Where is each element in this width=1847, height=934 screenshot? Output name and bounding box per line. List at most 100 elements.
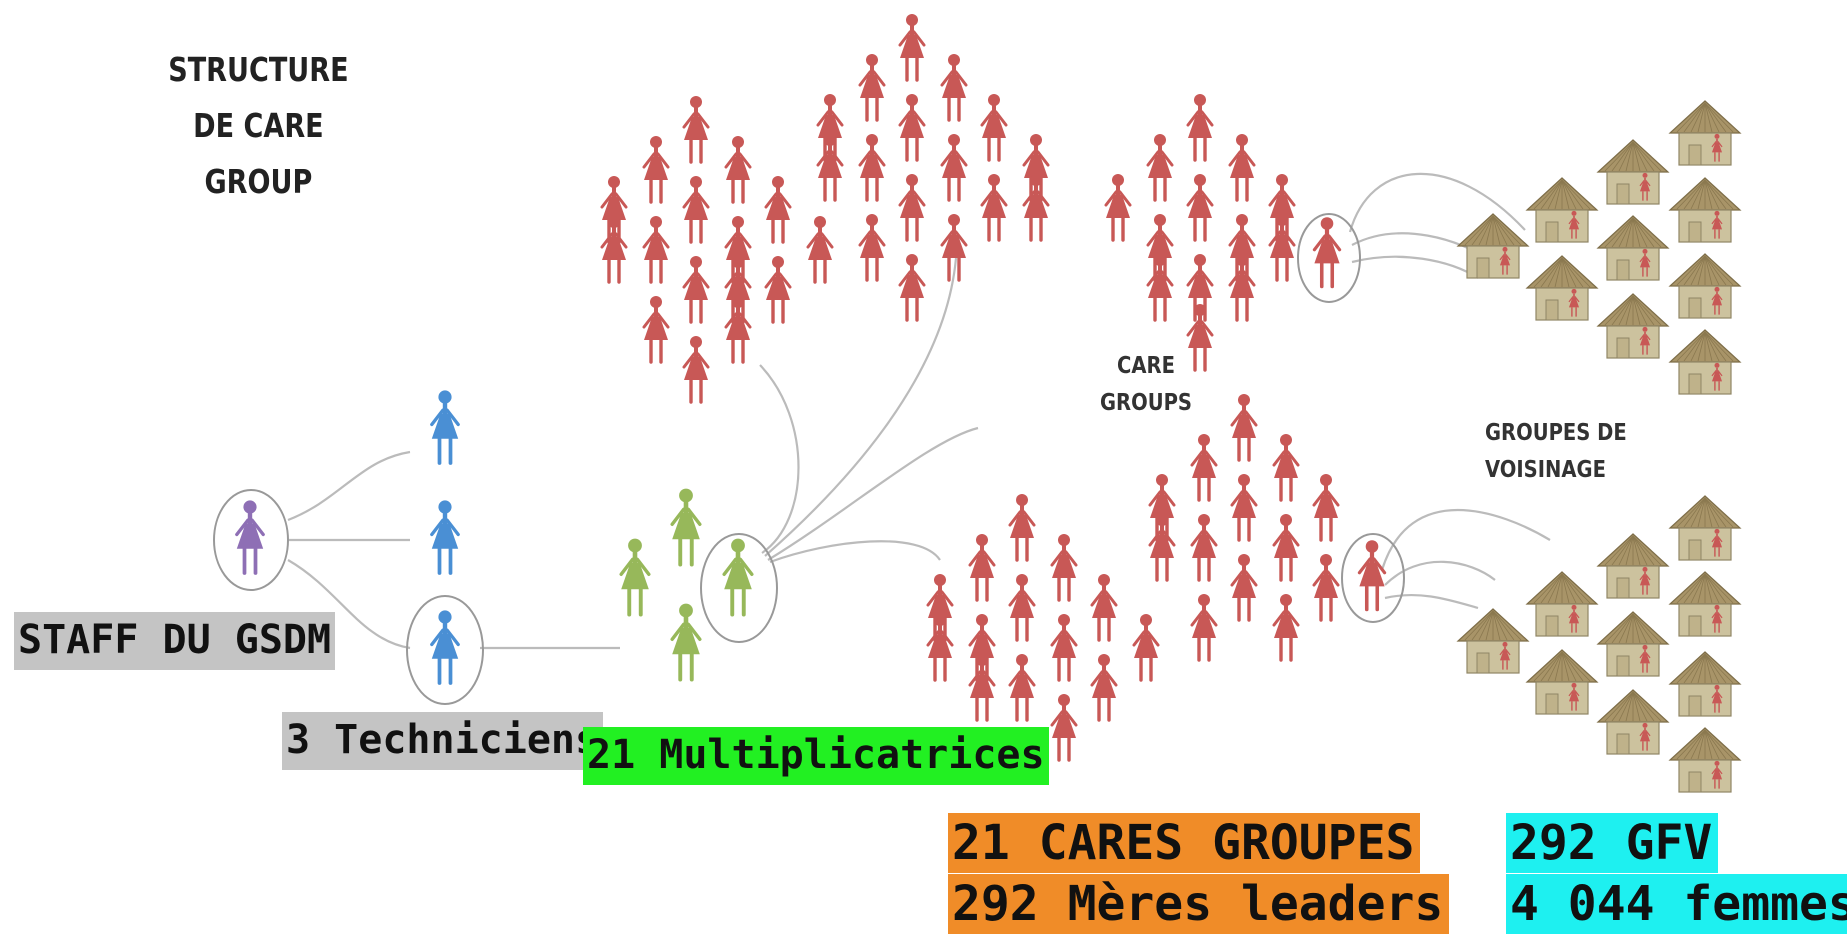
mother-figure [1186, 94, 1214, 162]
mother-figure [1230, 394, 1258, 462]
leader-ring-top [1297, 213, 1361, 303]
mother-figure [764, 176, 792, 244]
mother-figure [1022, 134, 1050, 202]
mother-figure [1090, 574, 1118, 642]
line-leader2-h3 [1384, 594, 1479, 610]
leaders-count-tag: 292 Mères leaders [948, 874, 1450, 934]
multiplicatrice-figure [722, 538, 754, 617]
neighborhood-groups-label: GROUPES DE VOISINAGE [1485, 415, 1627, 489]
line-leader2-h2 [1384, 560, 1496, 586]
title-line-1: STRUCTURE [168, 50, 349, 89]
neighborhood-label-line-1: GROUPES DE [1485, 420, 1627, 446]
mother-figure [898, 174, 926, 242]
hut-icon [1525, 255, 1599, 321]
mother-figure [600, 216, 628, 284]
line-leader1-h1 [1348, 172, 1526, 233]
mother-figure [1008, 654, 1036, 722]
mother-figure [1090, 654, 1118, 722]
line-leader2-h1 [1380, 508, 1551, 571]
huts [1456, 100, 1742, 793]
care-groups-label-line-1: CARE [1117, 353, 1175, 379]
mother-leader-figure [1312, 217, 1342, 289]
gfv-count-tag: 292 GFV [1506, 813, 1719, 873]
multiplicatrices-tag: 21 Multiplicatrices [583, 727, 1049, 785]
mother-figure [682, 96, 710, 164]
hut-icon [1668, 495, 1742, 561]
title-line-2: DE CARE [193, 106, 324, 145]
mother-figure [898, 14, 926, 82]
mother-figure [724, 256, 752, 324]
women-count-tag: 4 044 femmes [1506, 874, 1847, 934]
mother-figure [968, 614, 996, 682]
mother-figure [898, 254, 926, 322]
mother-figure [1008, 494, 1036, 562]
hut-icon [1525, 177, 1599, 243]
hut-icon [1596, 139, 1670, 205]
hut-icon [1668, 651, 1742, 717]
mother-figure [1272, 514, 1300, 582]
staff-ring [213, 489, 289, 591]
hut-icon [1596, 293, 1670, 359]
mother-figure [1050, 534, 1078, 602]
multiplicatrice-figure [670, 603, 702, 682]
line-staff-tech-1 [287, 450, 411, 522]
mother-figure [1190, 434, 1218, 502]
connector-lines [287, 172, 1551, 650]
mother-figure [682, 176, 710, 244]
mother-figure [1268, 214, 1296, 282]
mother-figure [642, 136, 670, 204]
line-multi-c3 [767, 426, 979, 561]
mother-figure [858, 54, 886, 122]
neighborhood-label-line-2: VOISINAGE [1485, 457, 1606, 483]
mother-figure [642, 216, 670, 284]
hut-icon [1456, 608, 1530, 674]
mother-figure [1272, 434, 1300, 502]
mother-figure [1186, 174, 1214, 242]
mother-figure [926, 614, 954, 682]
hut-icon [1668, 329, 1742, 395]
mother-figure [1008, 574, 1036, 642]
line-staff-tech-3 [287, 559, 411, 650]
technicians-tag: 3 Techniciens [282, 712, 604, 770]
hut-icon [1668, 253, 1742, 319]
mother-leader-figure [1357, 540, 1387, 612]
mother-figure [858, 134, 886, 202]
hut-icon [1456, 213, 1530, 279]
highlight-rings [213, 213, 1405, 705]
technician-ring [406, 595, 484, 705]
mother-figure [1230, 554, 1258, 622]
mother-figure [724, 136, 752, 204]
people-figures [235, 14, 1387, 762]
mother-figure [1228, 134, 1256, 202]
hut-icon [1668, 571, 1742, 637]
care-groups-count-tag: 21 CARES GROUPES [948, 813, 1421, 873]
mother-figure [940, 54, 968, 122]
hut-icon [1596, 533, 1670, 599]
line-multi-c2 [764, 257, 958, 557]
line-leader1-h3 [1351, 255, 1479, 279]
hut-icon [1596, 215, 1670, 281]
care-groups-label: CARE GROUPS [1100, 348, 1192, 422]
hut-icon [1668, 100, 1742, 166]
mother-figure [1104, 174, 1132, 242]
mother-figure [806, 216, 834, 284]
mother-figure [1050, 694, 1078, 762]
care-groups-label-line-2: GROUPS [1100, 390, 1193, 416]
mother-figure [968, 654, 996, 722]
line-multi-c4 [769, 540, 941, 564]
mother-figure [1132, 614, 1160, 682]
mother-figure [1228, 214, 1256, 282]
hut-icon [1596, 689, 1670, 755]
mother-figure [1190, 594, 1218, 662]
hut-icon [1596, 611, 1670, 677]
multiplicatrice-figure [670, 488, 702, 567]
mother-figure [968, 534, 996, 602]
mother-figure [1268, 174, 1296, 242]
mother-figure [1050, 614, 1078, 682]
mother-figure [1148, 514, 1176, 582]
mother-figure [1272, 594, 1300, 662]
mother-figure [1312, 474, 1340, 542]
mother-figure [1190, 514, 1218, 582]
technician-figure [430, 390, 460, 465]
